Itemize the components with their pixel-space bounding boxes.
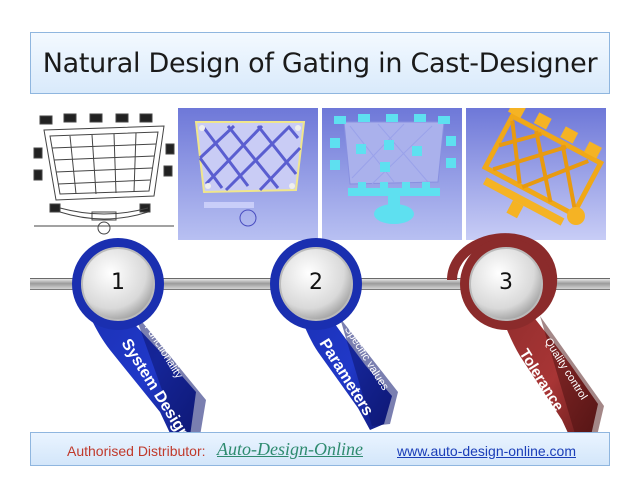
distributor-banner: Authorised Distributor: Auto-Design-Onli… [30,432,610,466]
step-disc-3 [460,238,552,330]
step-number-1: 1 [111,270,125,295]
distributor-name-link[interactable]: Auto-Design-Online [217,439,363,459]
step-disc-1 [72,238,164,330]
step-number-2: 2 [309,270,323,295]
distributor-label: Authorised Distributor: [67,443,206,459]
grid-model-drawing [194,121,306,227]
sketch-drawing [33,113,175,235]
step-disc-2 [270,238,362,330]
step-number-3: 3 [499,270,513,295]
grid-model-image [178,108,318,240]
slide-title: Natural Design of Gating in Cast-Designe… [42,47,598,79]
title-banner: Natural Design of Gating in Cast-Designe… [30,32,610,94]
sketch-image [30,108,178,240]
website-link[interactable]: www.auto-design-online.com [397,443,576,459]
runner-model-image [322,108,462,240]
casting-model-drawing [481,108,605,226]
casting-model-image [466,108,606,240]
runner-model-drawing [330,114,456,224]
